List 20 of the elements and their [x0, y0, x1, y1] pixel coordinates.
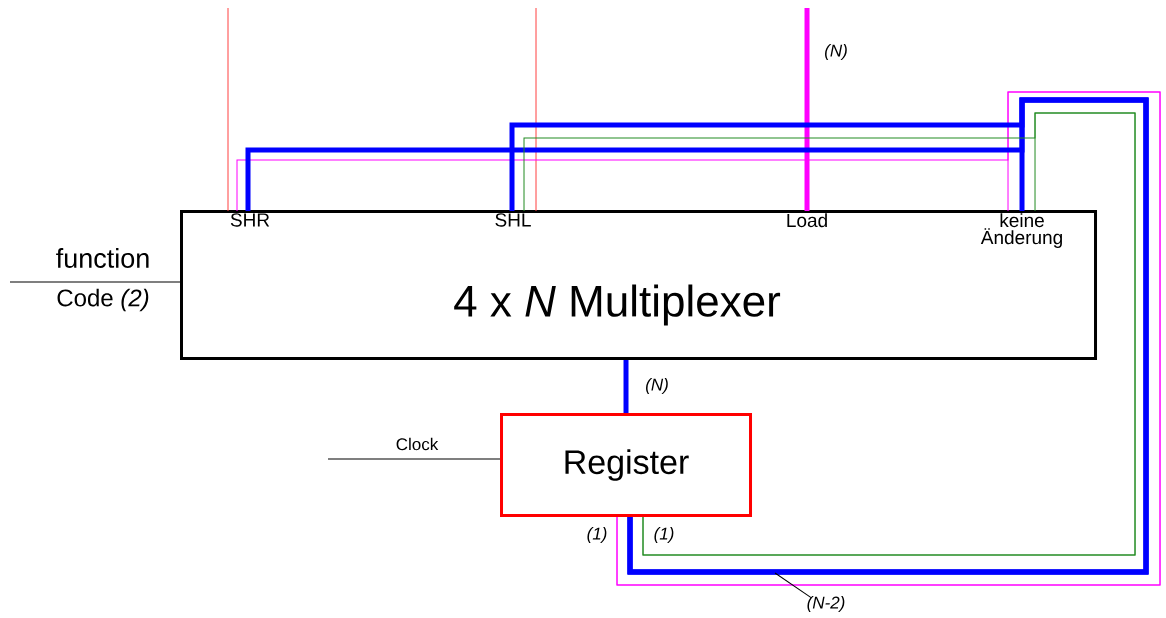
input-label: SHL [495, 213, 531, 227]
edge-label: (1) [654, 527, 674, 543]
edge-label: (N) [646, 378, 668, 394]
register-box: Register [500, 413, 752, 517]
input-label: Load [787, 213, 827, 228]
bus-line [623, 360, 629, 413]
leader-line [774, 572, 812, 599]
signal-line [9, 281, 181, 283]
input-label: SHR [230, 213, 270, 227]
signal-line [535, 7, 537, 212]
bus-line [804, 8, 810, 211]
bus-width-label: (N-2) [807, 596, 845, 612]
edge-label: (N) [825, 44, 847, 60]
edge-label: Clock [396, 437, 439, 451]
signal-line [327, 458, 501, 460]
input-label: keine Änderung [980, 213, 1062, 248]
signal-line [227, 7, 229, 212]
signal-label: Code (2) [57, 288, 149, 312]
edge-label: (1) [587, 527, 607, 543]
signal-label: function [56, 248, 149, 268]
